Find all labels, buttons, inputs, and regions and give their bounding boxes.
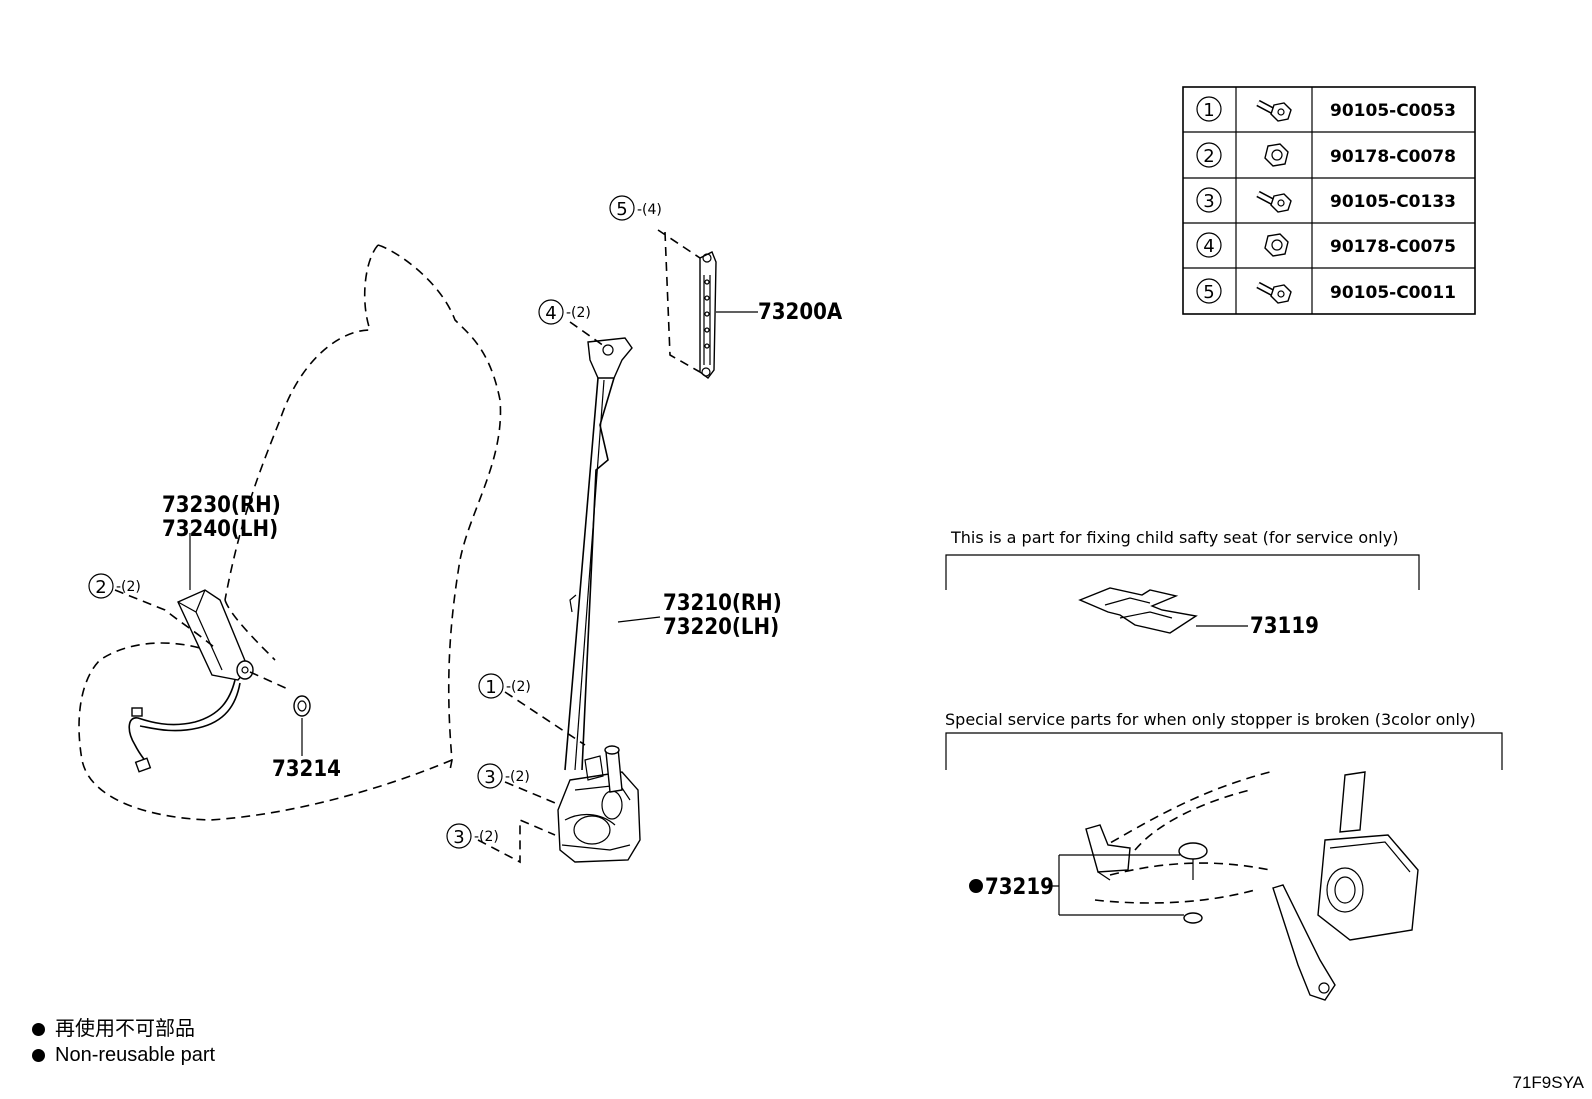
washer-dash-line	[249, 671, 291, 691]
label-outer-belt-lh: 73220(LH)	[663, 615, 779, 640]
svg-text:-(2): -(2)	[506, 679, 531, 695]
stopper-bracket	[945, 732, 1503, 770]
callout-2-leader	[114, 589, 216, 649]
svg-text:90105-C0133: 90105-C0133	[1330, 192, 1456, 212]
child-seat-note: This is a part for fixing child safty se…	[950, 528, 1398, 547]
seat-belt-buckle	[128, 589, 254, 773]
callout-5-leader	[657, 229, 701, 373]
legend-english-text: Non-reusable part	[55, 1044, 216, 1066]
callout-1-leader	[504, 691, 586, 746]
callout-3a-leader	[504, 781, 561, 806]
label-stopper-part: 73219	[985, 875, 1054, 900]
stopper-part-label: 73219	[969, 875, 1054, 900]
callout-3b: 3 -(2)	[446, 823, 499, 849]
callout-3b-leader	[477, 818, 556, 864]
bullet-dot-icon	[32, 1048, 45, 1062]
legend-japanese-text: 再使用不可部品	[55, 1018, 195, 1040]
legend-row-japanese: 再使用不可部品	[32, 1016, 215, 1042]
svg-text:3: 3	[453, 827, 464, 848]
stopper-leader-lines	[1052, 854, 1184, 916]
nut-icon	[1264, 233, 1289, 257]
callout-2: 2 -(2)	[88, 573, 141, 599]
svg-text:-(2): -(2)	[566, 305, 591, 321]
callout-1: 1 -(2)	[478, 673, 531, 699]
fastener-table: 1 90105-C0053 2 90178-C0078 3	[1182, 86, 1476, 315]
svg-text:90178-C0075: 90178-C0075	[1330, 237, 1456, 257]
child-seat-anchor-part	[1078, 587, 1198, 634]
bullet-dot-icon	[32, 1022, 45, 1036]
washer-part	[293, 695, 311, 717]
callout-3a: 3 -(2)	[477, 763, 530, 789]
legend: 再使用不可部品 Non-reusable part	[32, 1016, 215, 1068]
label-outer-belt-rh: 73210(RH)	[663, 591, 782, 616]
label-washer: 73214	[272, 757, 341, 782]
stopper-note: Special service parts for when only stop…	[945, 710, 1476, 729]
seat-outline	[78, 244, 502, 821]
outer-belt-assembly	[557, 337, 641, 863]
svg-text:-(2): -(2)	[116, 579, 141, 595]
table-row: 3 90105-C0133	[1196, 187, 1456, 213]
callout-5: 5 -(4)	[609, 195, 662, 221]
svg-text:90105-C0011: 90105-C0011	[1330, 283, 1456, 303]
svg-text:-(2): -(2)	[505, 769, 530, 785]
outer-belt-leader-line	[617, 616, 661, 623]
svg-text:3: 3	[484, 767, 495, 788]
svg-text:2: 2	[95, 577, 106, 598]
svg-text:5: 5	[616, 199, 627, 220]
stopper-assembly	[1085, 771, 1419, 1001]
svg-text:5: 5	[1203, 282, 1214, 303]
svg-text:3: 3	[1203, 191, 1214, 212]
nut-icon	[1264, 143, 1289, 167]
svg-text:4: 4	[545, 303, 556, 324]
table-row: 5 90105-C0011	[1196, 278, 1456, 304]
svg-text:1: 1	[485, 677, 496, 698]
non-reusable-dot-icon	[969, 879, 983, 893]
svg-text:90105-C0053: 90105-C0053	[1330, 101, 1456, 121]
label-child-seat-part: 73119	[1250, 614, 1319, 639]
svg-text:-(4): -(4)	[637, 202, 662, 218]
label-shoulder-anchor: 73200A	[758, 300, 843, 325]
svg-text:1: 1	[1203, 100, 1214, 121]
table-row: 2 90178-C0078	[1196, 142, 1456, 168]
svg-text:2: 2	[1203, 146, 1214, 167]
child-seat-bracket	[945, 554, 1420, 590]
legend-row-english: Non-reusable part	[32, 1042, 215, 1068]
label-buckle-lh: 73240(LH)	[162, 517, 278, 542]
bolt-icon	[1256, 99, 1292, 122]
diagram-code: 71F9SYA	[1512, 1073, 1584, 1092]
table-row: 4 90178-C0075	[1196, 232, 1456, 258]
callout-4-leader	[569, 321, 605, 347]
shoulder-anchor-adjuster	[699, 251, 717, 379]
callout-4: 4 -(2)	[538, 299, 591, 325]
svg-text:-(2): -(2)	[474, 829, 499, 845]
svg-text:90178-C0078: 90178-C0078	[1330, 147, 1456, 167]
svg-text:4: 4	[1203, 236, 1214, 257]
label-buckle-rh: 73230(RH)	[162, 493, 281, 518]
bolt-icon	[1256, 190, 1292, 213]
table-row: 1 90105-C0053	[1196, 96, 1456, 122]
bolt-icon	[1256, 281, 1292, 304]
